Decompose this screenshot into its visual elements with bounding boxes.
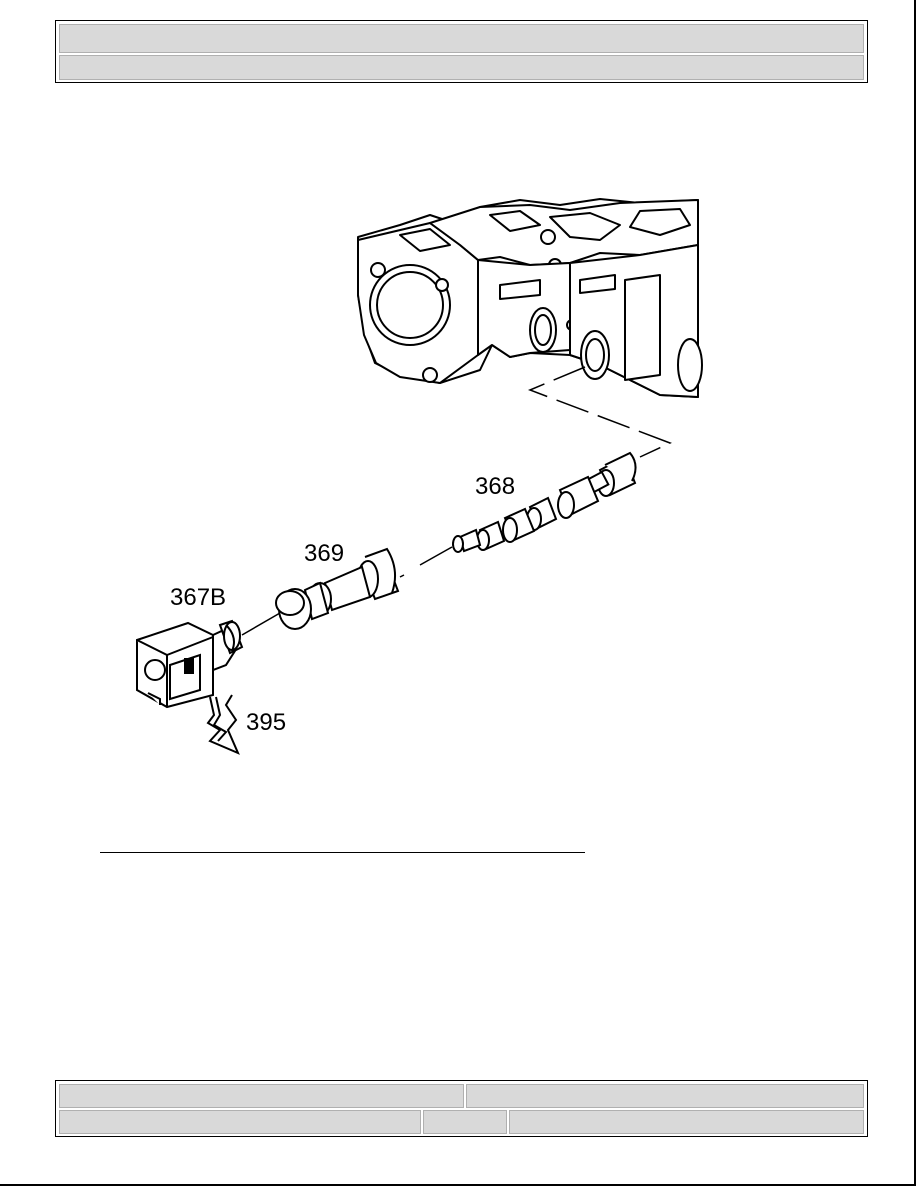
page-header	[55, 20, 868, 83]
exploded-view-illustration: 368 369 367B 395	[100, 185, 710, 765]
footer-bottom-middle	[423, 1110, 507, 1134]
callout-368: 368	[475, 473, 516, 500]
footer-bottom-right	[509, 1110, 864, 1134]
valve-body	[357, 198, 703, 398]
footer-top-right	[466, 1084, 864, 1108]
callout-369: 369	[304, 540, 345, 567]
section-divider	[100, 852, 585, 853]
footer-bottom-left	[59, 1110, 421, 1134]
header-subtitle	[59, 55, 864, 80]
callout-367b: 367B	[170, 584, 227, 611]
leader-lines	[241, 366, 672, 636]
page-footer	[55, 1080, 868, 1137]
callout-395: 395	[246, 709, 287, 736]
header-title	[59, 24, 864, 53]
footer-top-left	[59, 1084, 464, 1108]
part-367b-solenoid	[136, 619, 244, 709]
part-395-clip	[206, 694, 240, 755]
valve-body-drawing	[136, 198, 703, 755]
part-369-valve	[275, 547, 400, 630]
part-368-valve	[452, 451, 637, 553]
